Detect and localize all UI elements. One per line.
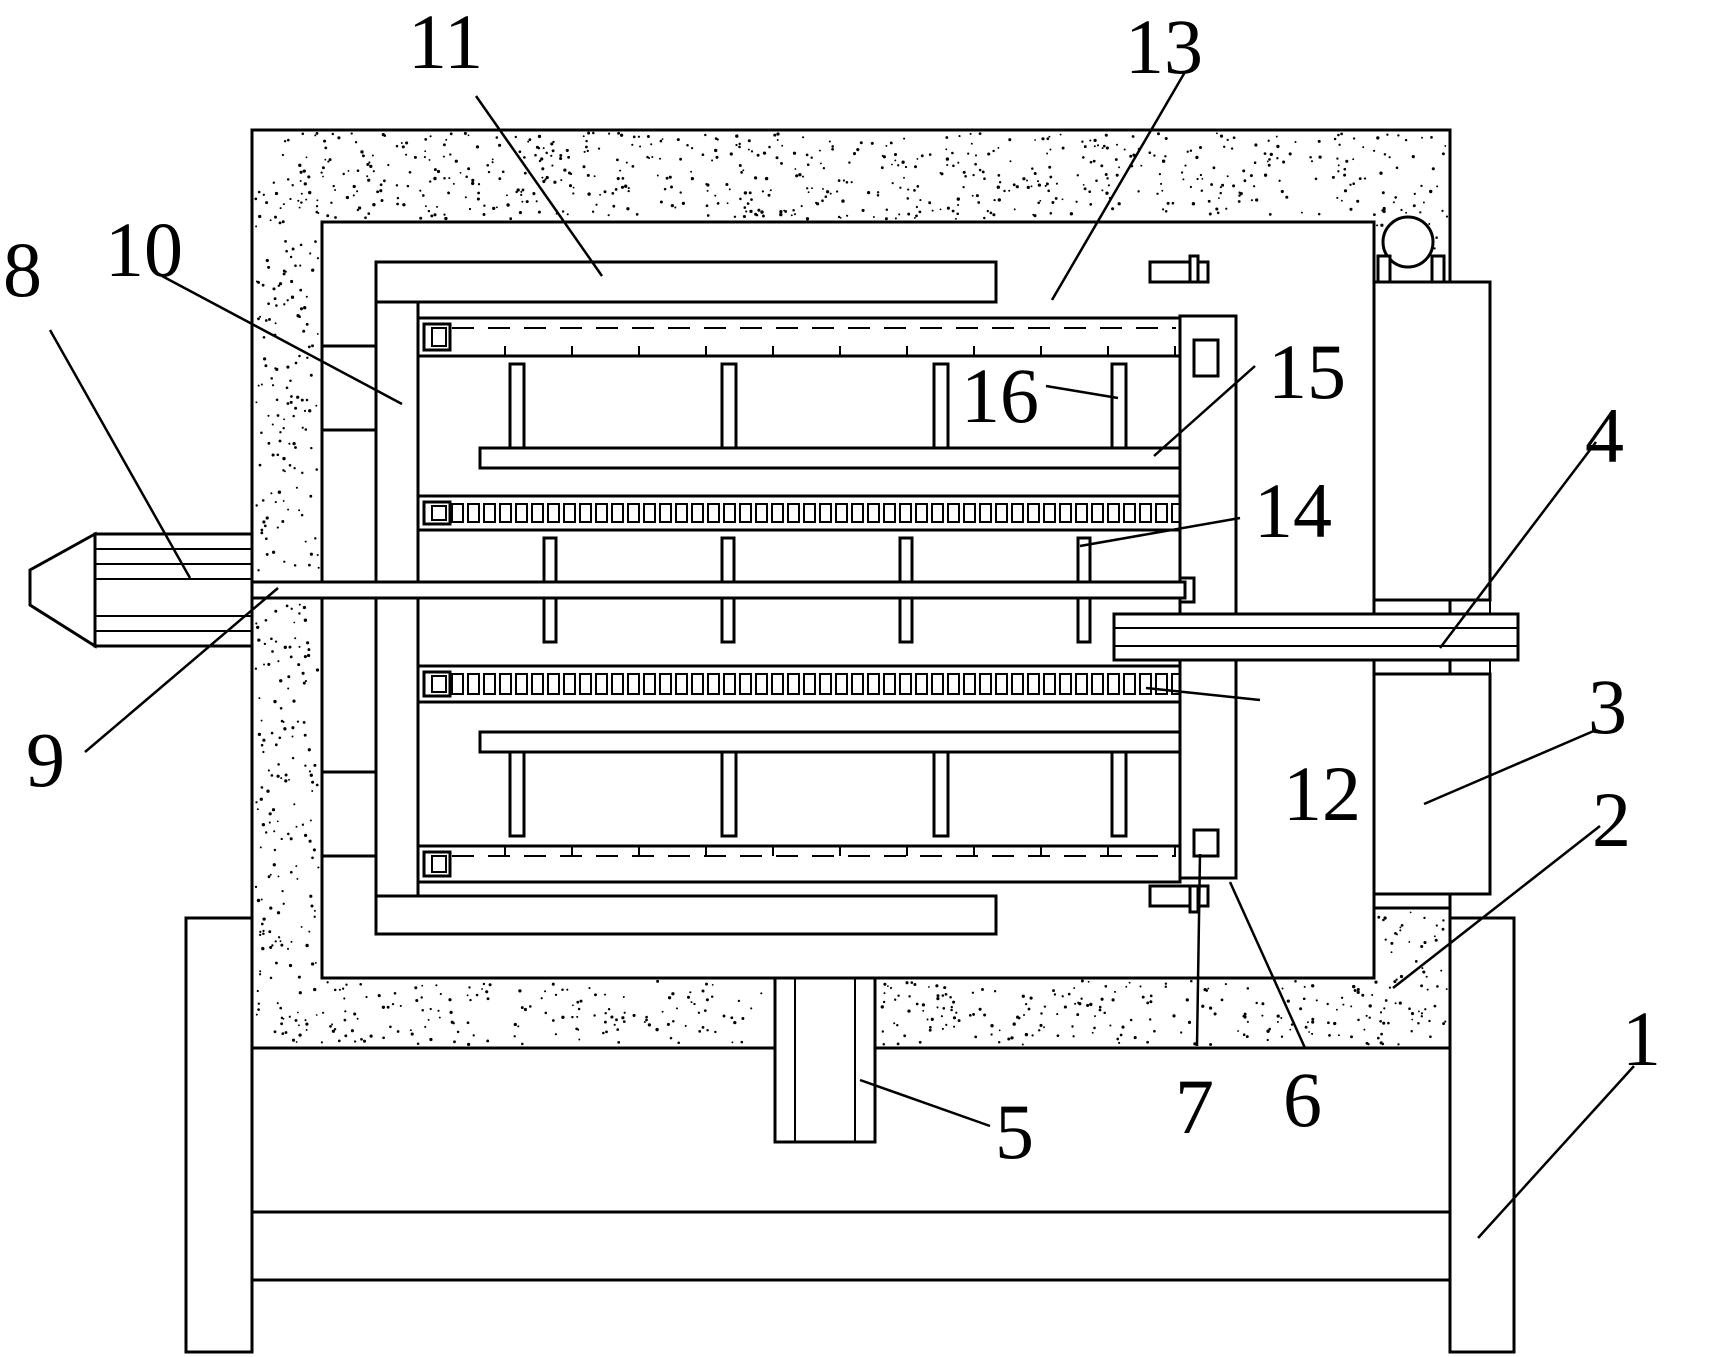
shaft-paddle xyxy=(720,596,736,644)
rake-bar-lower xyxy=(478,730,1182,754)
end-plate-clip-top xyxy=(1192,338,1220,378)
label-5: 5 xyxy=(995,1088,1034,1175)
label-12: 12 xyxy=(1283,750,1361,837)
label-8: 8 xyxy=(3,226,42,313)
sieve-cylinder xyxy=(416,316,1182,358)
label-13: 13 xyxy=(1125,3,1203,90)
bolt-top-stem xyxy=(1188,254,1200,284)
label-11: 11 xyxy=(408,0,483,85)
label-14: 14 xyxy=(1254,467,1332,554)
frame-lower-rail xyxy=(250,1210,1452,1282)
pivot-block-2 xyxy=(1430,254,1446,284)
pivot-block xyxy=(1376,254,1392,284)
pivot-roller xyxy=(1381,215,1435,269)
shaft-paddle xyxy=(1076,536,1092,584)
bolt-bottom-stem xyxy=(1188,884,1200,914)
rake-fin xyxy=(1110,750,1128,838)
rake-fins xyxy=(508,362,1128,838)
rake-bar-upper xyxy=(478,446,1182,470)
label-15: 15 xyxy=(1268,328,1346,415)
shaft-paddle xyxy=(898,596,914,644)
shaft-paddle xyxy=(1076,596,1092,644)
sieve-cylinder xyxy=(416,844,1182,884)
shaft-paddle xyxy=(542,536,558,584)
sieve-cylinder xyxy=(416,664,1184,704)
rake-fin xyxy=(932,362,950,450)
rake-fin xyxy=(720,750,738,838)
label-10: 10 xyxy=(105,206,183,293)
drum-top-plate xyxy=(374,260,998,304)
label-6: 6 xyxy=(1283,1056,1322,1143)
motor-nose xyxy=(28,531,97,649)
mount-pad-upper xyxy=(320,344,378,432)
sieve-cylinder xyxy=(416,494,1184,532)
drive-shaft xyxy=(250,580,1187,600)
rake-fin xyxy=(1110,362,1128,450)
label-2: 2 xyxy=(1592,776,1631,863)
rake-fin xyxy=(720,362,738,450)
side-mechanism xyxy=(1372,215,1492,910)
reference-numerals: 1 2 3 4 5 6 7 8 9 10 11 12 13 14 15 16 xyxy=(3,0,1661,1175)
outlet-pipe-body xyxy=(773,976,877,1144)
motor-body xyxy=(93,532,254,648)
label-7: 7 xyxy=(1175,1063,1214,1150)
side-box-foot xyxy=(1372,892,1452,910)
end-plate-clip-bottom xyxy=(1192,828,1220,858)
frame-right-leg xyxy=(1448,916,1516,1354)
shaft-paddle xyxy=(542,596,558,644)
motor xyxy=(28,531,254,649)
insulation-speckle xyxy=(254,131,1449,1047)
shaft-paddle xyxy=(720,536,736,584)
rake-fin xyxy=(508,362,526,450)
frame-left-leg xyxy=(184,916,254,1354)
mount-pad-lower xyxy=(320,770,378,858)
output-shaft xyxy=(1112,612,1520,662)
leader-lines xyxy=(48,71,1635,1239)
rake-fin xyxy=(508,750,526,838)
drum-assembly xyxy=(250,254,1520,936)
label-9: 9 xyxy=(26,716,65,803)
side-box-upper xyxy=(1372,280,1492,602)
label-3: 3 xyxy=(1588,663,1627,750)
drum-bottom-plate xyxy=(374,894,998,936)
label-1: 1 xyxy=(1622,995,1661,1082)
outlet-pipe xyxy=(773,976,877,1144)
sieve-layers xyxy=(416,316,1184,884)
shaft-paddles xyxy=(542,536,1092,644)
label-4: 4 xyxy=(1585,392,1624,479)
label-16: 16 xyxy=(961,352,1039,439)
shaft-paddle xyxy=(898,536,914,584)
rake-fin xyxy=(932,750,950,838)
